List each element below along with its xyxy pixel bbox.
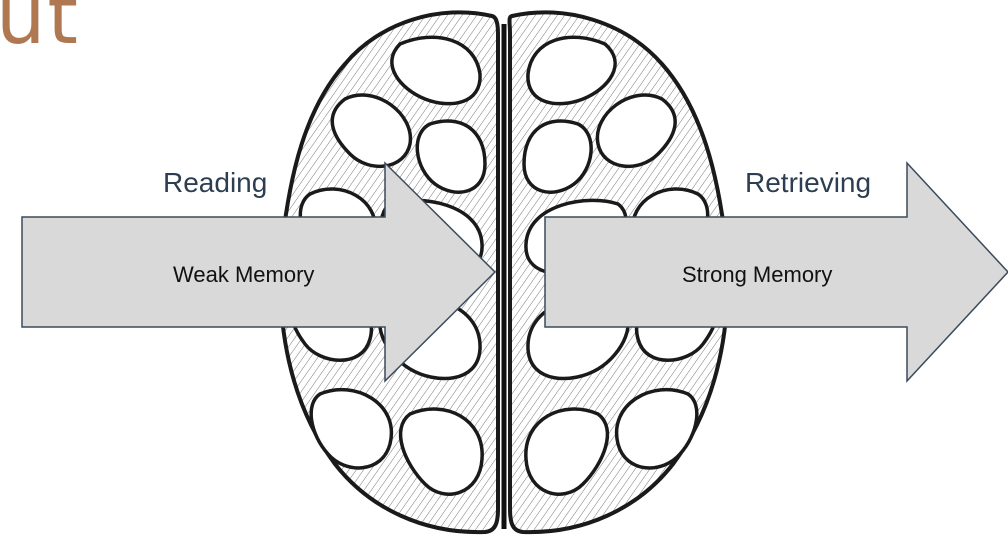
retrieving-label: Retrieving (745, 167, 871, 199)
slide-title-fragment: ut (0, 0, 80, 56)
strong-memory-label: Strong Memory (682, 262, 832, 288)
reading-label: Reading (163, 167, 267, 199)
weak-memory-label: Weak Memory (173, 262, 314, 288)
